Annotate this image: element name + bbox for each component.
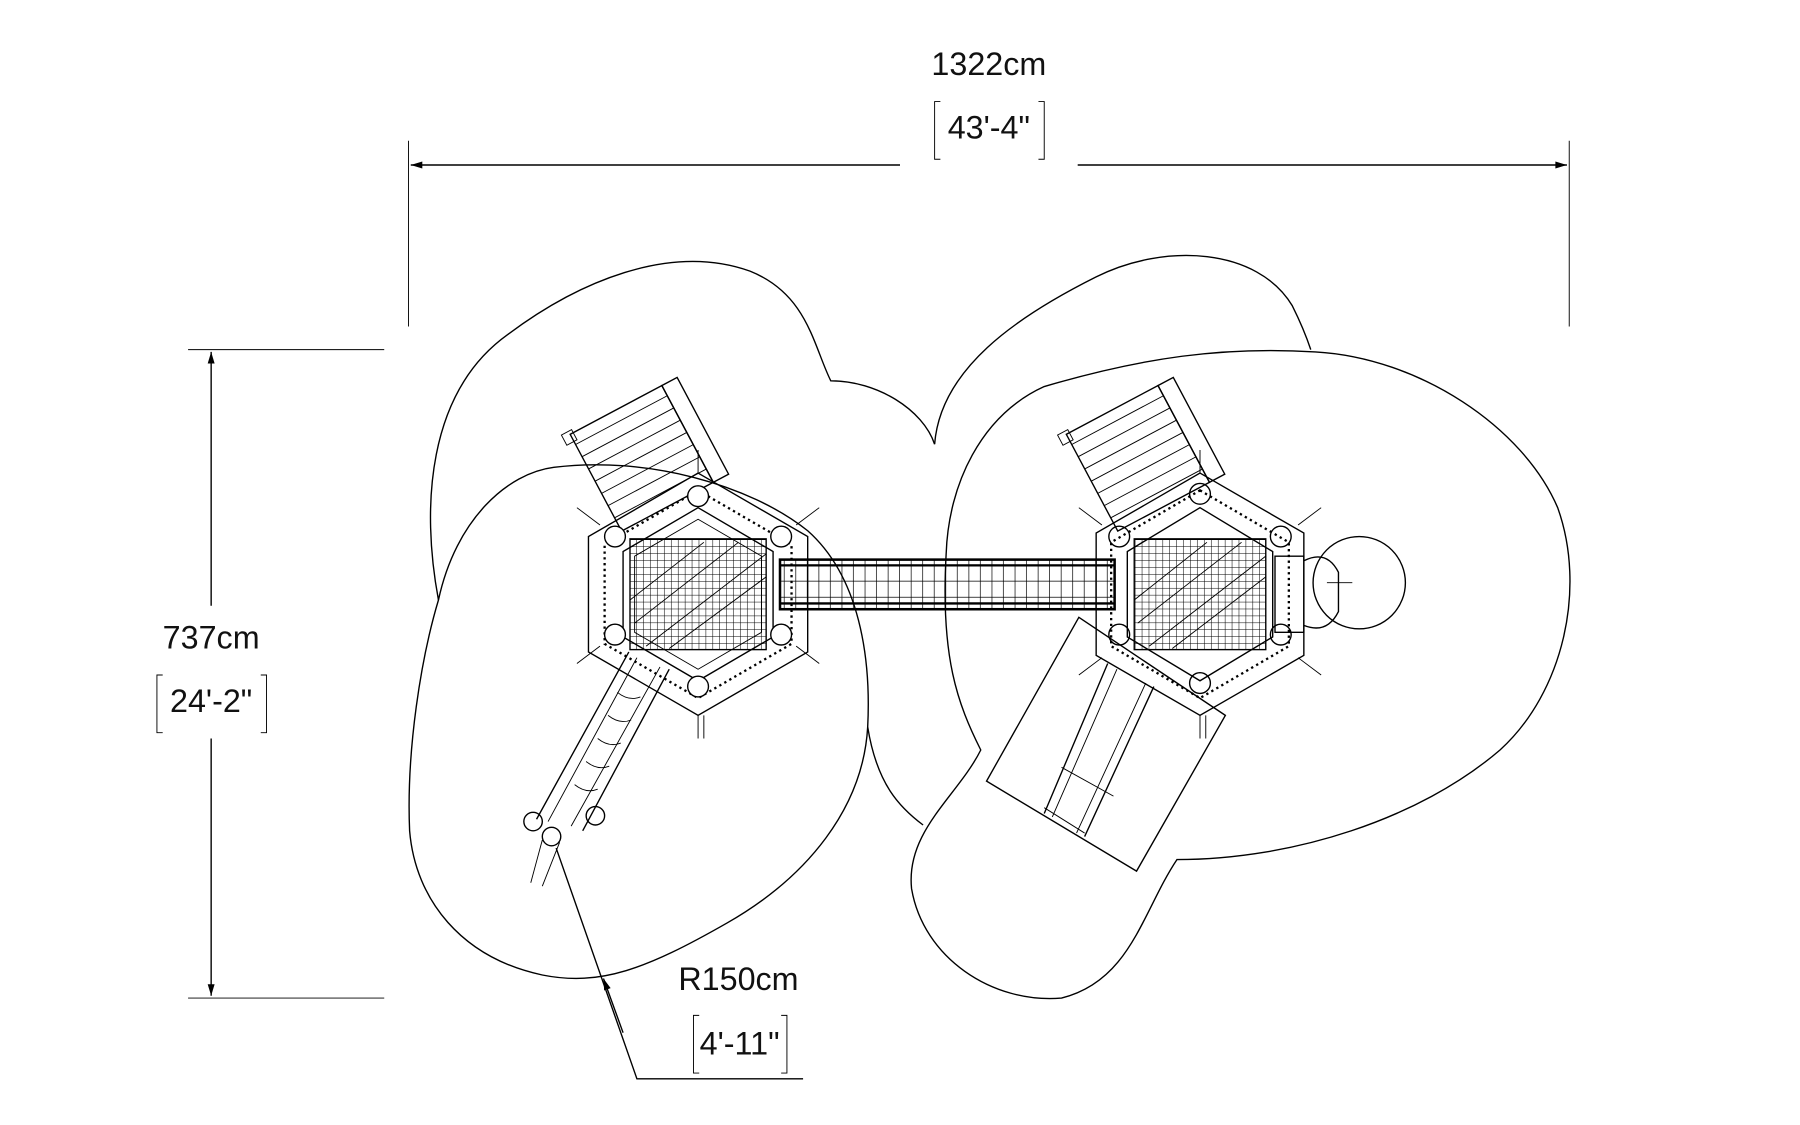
safety-zone-upper-left xyxy=(429,260,936,601)
steering-wheel-zone xyxy=(1312,535,1407,630)
safety-zone-upper-right xyxy=(933,254,1312,445)
left-platform-net xyxy=(629,538,767,651)
right-tower xyxy=(1056,376,1407,739)
radius-imperial-label: 4'-11" xyxy=(700,1026,780,1062)
left-stairs xyxy=(560,376,730,533)
right-slide xyxy=(985,616,1227,873)
net-bridge xyxy=(778,558,1116,611)
depth-imperial-label: 24'-2" xyxy=(170,683,252,719)
zone-overlap-line xyxy=(867,726,924,826)
right-platform-net xyxy=(1133,538,1267,651)
width-metric-label: 1322cm xyxy=(931,46,1046,82)
bracket xyxy=(693,1014,788,1074)
depth-dimension: 737cm 24'-2" xyxy=(156,349,385,999)
safety-zones xyxy=(408,254,1571,1000)
width-imperial-label: 43'-4" xyxy=(948,109,1030,145)
radius-metric-label: R150cm xyxy=(678,961,798,997)
bracket xyxy=(156,674,267,734)
depth-metric-label: 737cm xyxy=(163,619,260,655)
left-slide xyxy=(523,651,670,887)
safety-zone-right xyxy=(910,349,1571,1000)
safety-zone-lower-left xyxy=(408,464,869,980)
right-stairs xyxy=(1056,376,1226,533)
width-dimension: 1322cm 43'-4" xyxy=(408,46,1570,327)
radius-callout: R150cm 4'-11" xyxy=(555,847,804,1080)
left-tower xyxy=(560,376,820,739)
bracket xyxy=(934,101,1045,160)
